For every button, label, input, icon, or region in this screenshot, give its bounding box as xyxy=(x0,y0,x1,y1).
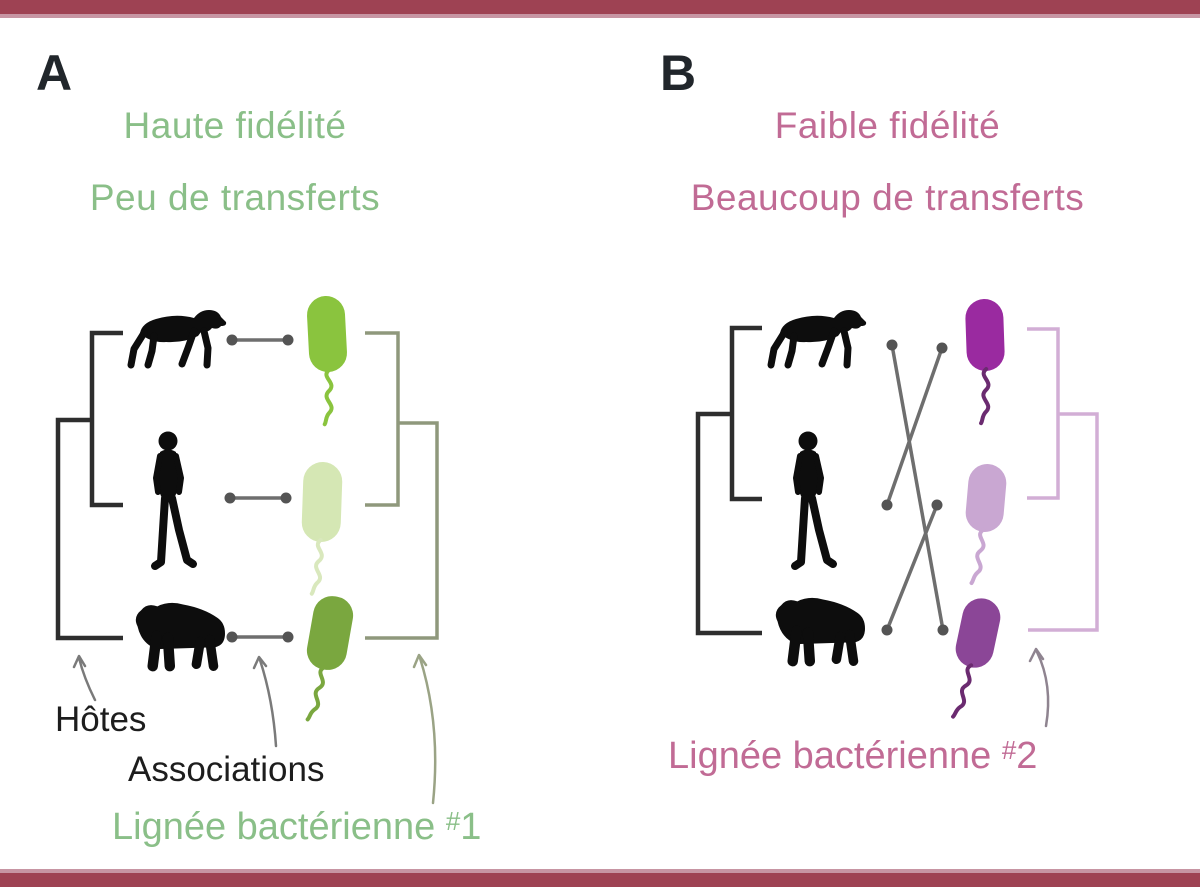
lineage-2-text: Lignée bactérienne xyxy=(668,735,992,777)
lineage-1-text: Lignée bactérienne xyxy=(112,806,436,848)
bacterium-icon xyxy=(305,596,354,722)
lineage-2-arrow xyxy=(1028,647,1050,728)
panel-a-letter: A xyxy=(36,45,74,101)
bacterium-icon xyxy=(301,462,343,596)
association-link xyxy=(224,492,292,504)
lineage-1-arrow xyxy=(412,653,437,805)
label-associations: Associations xyxy=(128,750,325,789)
human-icon xyxy=(155,432,193,567)
panel-a-title-line2: Peu de transferts xyxy=(89,177,381,218)
panel-b-associations xyxy=(881,339,949,636)
bacterium-icon xyxy=(307,296,347,427)
associations-arrow xyxy=(252,655,278,748)
association-link xyxy=(226,631,294,643)
gorilla-icon xyxy=(776,598,865,661)
label-lineage-2: Lignée bactérienne #2 xyxy=(668,735,1037,778)
hosts-arrow xyxy=(72,654,97,702)
association-link xyxy=(226,334,294,346)
bacterium-icon xyxy=(965,464,1007,586)
lineage-1-number: 1 xyxy=(460,806,482,848)
association-link-crossed xyxy=(881,342,948,511)
label-lineage-1: Lignée bactérienne #1 xyxy=(112,806,481,849)
human-icon xyxy=(795,432,833,567)
bottom-border-bar xyxy=(0,869,1200,887)
lineage-1-hash: # xyxy=(445,806,461,836)
chimpanzee-icon xyxy=(771,310,866,365)
chimpanzee-icon xyxy=(131,310,226,365)
panel-a-title-line1: Haute fidélité xyxy=(123,105,347,146)
association-link-crossed xyxy=(881,499,943,636)
panel-a-bacteria-tree xyxy=(365,331,439,640)
gorilla-icon xyxy=(136,603,225,666)
lineage-2-hash: # xyxy=(1001,735,1017,765)
panel-a-bacteria xyxy=(301,296,354,722)
panel-a-host-tree xyxy=(55,330,123,641)
panel-b-title-line2: Beaucoup de transferts xyxy=(690,177,1085,218)
bacterium-icon xyxy=(951,598,1001,719)
top-border-bar xyxy=(0,0,1200,18)
panel-b-bacteria xyxy=(951,299,1007,719)
panel-b-host-tree xyxy=(695,325,762,636)
panel-b-bacteria-tree xyxy=(1027,327,1099,632)
bacterium-icon xyxy=(965,299,1005,426)
panel-b-letter: B xyxy=(660,45,698,101)
lineage-2-number: 2 xyxy=(1016,735,1038,777)
panel-b-title-line1: Faible fidélité xyxy=(774,105,1001,146)
panel-a-associations xyxy=(224,334,294,643)
label-hosts: Hôtes xyxy=(55,700,147,739)
association-link-crossed xyxy=(886,339,949,636)
